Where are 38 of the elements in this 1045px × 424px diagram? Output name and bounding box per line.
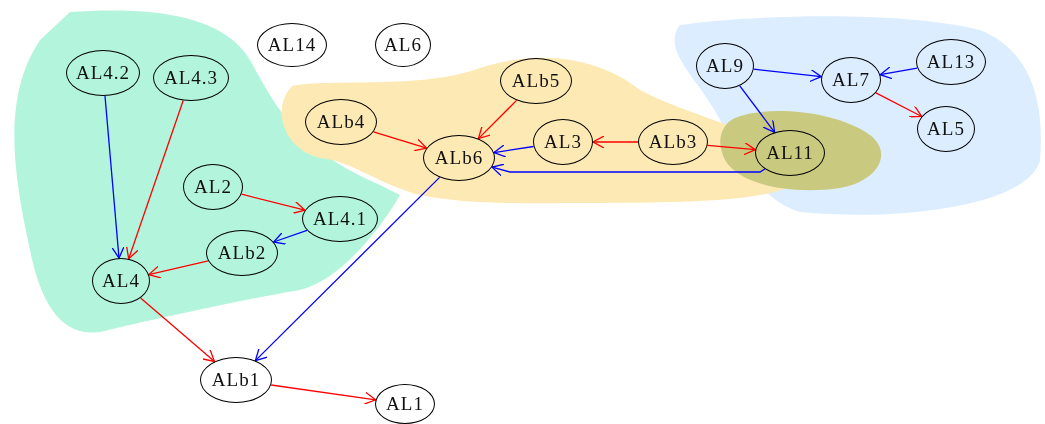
arrow	[240, 193, 306, 214]
arrow	[254, 176, 441, 362]
node-label: AL2	[194, 176, 232, 198]
arrow	[372, 131, 428, 152]
node-label: ALb1	[211, 369, 261, 391]
arrow	[493, 144, 535, 158]
arrow	[125, 99, 184, 260]
node-label: AL3	[544, 131, 582, 153]
node-label: ALb4	[316, 111, 366, 133]
node-label: ALb3	[648, 131, 698, 153]
node-label: ALb6	[434, 147, 484, 169]
node-label: AL11	[766, 142, 814, 164]
node-label: AL1	[386, 393, 424, 415]
node-label: AL4.2	[75, 62, 131, 84]
arrow	[491, 163, 766, 177]
arrow	[592, 135, 639, 149]
arrow	[148, 260, 209, 279]
node-label: AL4	[102, 270, 140, 292]
node-label: AL4.3	[163, 67, 219, 89]
arrow	[875, 92, 923, 118]
arrow	[272, 229, 308, 245]
node-label: AL14	[267, 34, 317, 56]
arrow	[104, 95, 125, 259]
node-label: AL13	[926, 51, 976, 73]
arrow	[477, 99, 518, 140]
arrow	[270, 384, 377, 405]
node-label: ALb5	[511, 70, 561, 92]
node-label: AL4.1	[312, 208, 368, 230]
node-label: ALb2	[217, 242, 267, 264]
arrow	[753, 68, 822, 83]
arrow	[706, 142, 757, 156]
node-label: AL5	[927, 118, 965, 140]
arrow	[739, 85, 776, 134]
arrow	[879, 66, 918, 80]
node-label: AL9	[706, 55, 744, 77]
arrow	[139, 297, 216, 363]
node-label: AL6	[384, 34, 422, 56]
node-label: AL7	[832, 69, 870, 91]
